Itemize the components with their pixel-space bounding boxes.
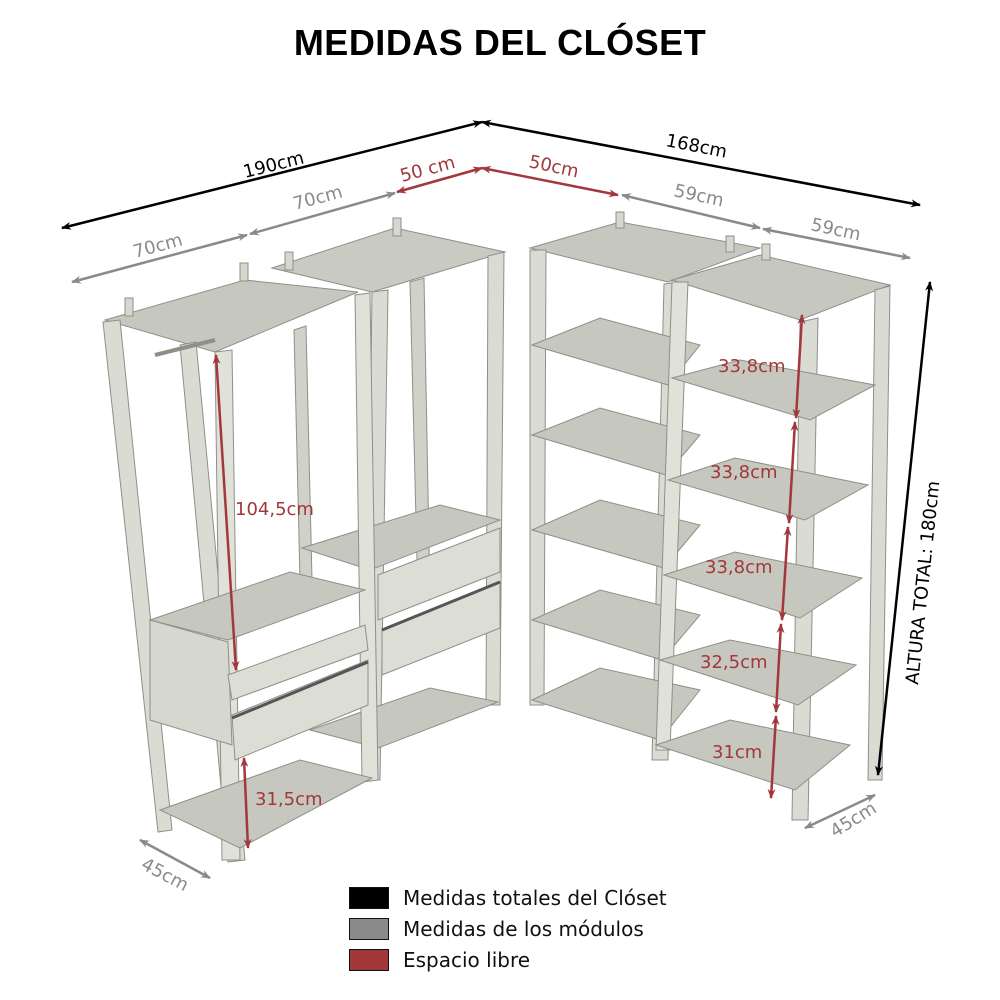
total-height-line: [874, 281, 934, 776]
right-module-group: [528, 211, 892, 821]
legend: Medidas totales del Clóset Medidas de lo…: [349, 882, 667, 975]
page-title: MEDIDAS DEL CLÓSET: [293, 22, 707, 63]
label-total-height: ALTURA TOTAL: 180cm: [902, 480, 944, 686]
left-module-group: [102, 217, 507, 863]
swatch-gray: [349, 917, 389, 940]
label-module-right-1: 59cm: [672, 180, 726, 211]
legend-item-module: Medidas de los módulos: [349, 913, 667, 944]
label-shelf-gap-2: 33,8cm: [710, 462, 778, 483]
total-right-width-line: [481, 119, 921, 208]
legend-label: Medidas totales del Clóset: [403, 885, 667, 910]
legend-item-free-space: Espacio libre: [349, 944, 667, 975]
label-shelf-gap-4: 32,5cm: [700, 652, 768, 673]
legend-item-total: Medidas totales del Clóset: [349, 882, 667, 913]
label-bottom-left-space: 31,5cm: [255, 789, 323, 810]
legend-label: Medidas de los módulos: [403, 916, 644, 941]
label-hanging-space: 104,5cm: [235, 499, 314, 520]
label-free-left: 50 cm: [398, 152, 458, 187]
label-total-left: 190cm: [241, 148, 306, 183]
legend-label: Espacio libre: [403, 947, 531, 972]
label-depth-left: 45cm: [138, 854, 192, 896]
swatch-red: [349, 948, 389, 971]
label-shelf-gap-5: 31cm: [712, 742, 762, 763]
total-left-width-line: [61, 120, 483, 230]
label-shelf-gap-3: 33,8cm: [705, 557, 773, 578]
swatch-black: [349, 886, 389, 909]
label-shelf-gap-1: 33,8cm: [718, 356, 786, 377]
